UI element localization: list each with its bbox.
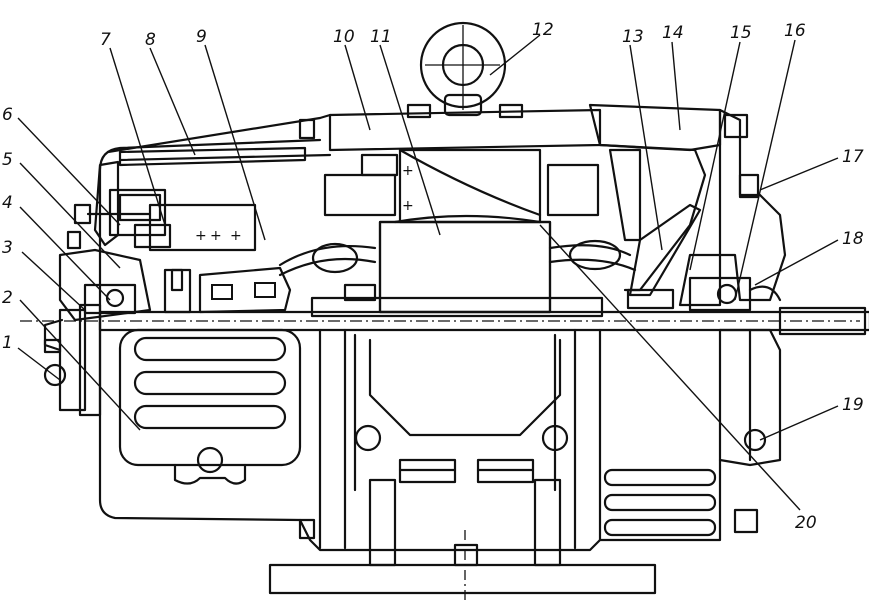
svg-text:+: + — [402, 198, 414, 214]
svg-text:+: + — [210, 228, 222, 244]
end-shield-right — [678, 108, 787, 534]
callout-12: 12 — [532, 20, 554, 40]
left-cooling-fins — [118, 328, 302, 485]
callout-20: 20 — [795, 513, 817, 533]
brush-holder: + + + — [73, 188, 257, 252]
end-shield-left — [58, 113, 332, 417]
lifting-eye-bolt — [406, 21, 524, 119]
leader-lines — [17, 34, 839, 511]
svg-text:+: + — [402, 163, 414, 179]
callout-5: 5 — [2, 150, 13, 170]
terminal-box-right — [718, 328, 782, 467]
callout-2: 2 — [2, 288, 13, 308]
bearing-left — [83, 283, 137, 315]
stator-window — [353, 333, 569, 492]
callout-17: 17 — [842, 147, 864, 167]
callout-9: 9 — [196, 27, 207, 47]
motor-frame — [98, 138, 722, 567]
callout-16: 16 — [784, 21, 806, 41]
svg-text:+: + — [195, 228, 207, 244]
callout-10: 10 — [333, 27, 355, 47]
base-plate — [268, 530, 657, 600]
armature-winding-ends — [278, 239, 637, 302]
callout-13: 13 — [622, 27, 644, 47]
callout-7: 7 — [100, 30, 111, 50]
callout-labels: 1 2 3 4 5 6 7 8 9 10 11 12 13 14 15 16 1… — [2, 20, 864, 533]
callout-15: 15 — [730, 23, 752, 43]
callout-4: 4 — [2, 193, 13, 213]
fan — [598, 143, 707, 310]
svg-text:+: + — [230, 228, 242, 244]
callout-19: 19 — [842, 395, 864, 415]
right-cooling-fins — [603, 468, 717, 537]
callout-3: 3 — [2, 238, 13, 258]
left-end-cap — [43, 318, 67, 387]
callout-6: 6 — [2, 105, 13, 125]
callout-8: 8 — [145, 30, 156, 50]
main-pole: + + — [323, 148, 600, 224]
top-cover — [328, 103, 722, 152]
frame-bolts — [66, 118, 316, 540]
commutator — [163, 266, 292, 314]
armature-core — [310, 214, 604, 318]
callout-18: 18 — [842, 229, 864, 249]
callout-14: 14 — [662, 23, 684, 43]
callout-11: 11 — [370, 27, 392, 47]
callout-1: 1 — [2, 333, 13, 353]
